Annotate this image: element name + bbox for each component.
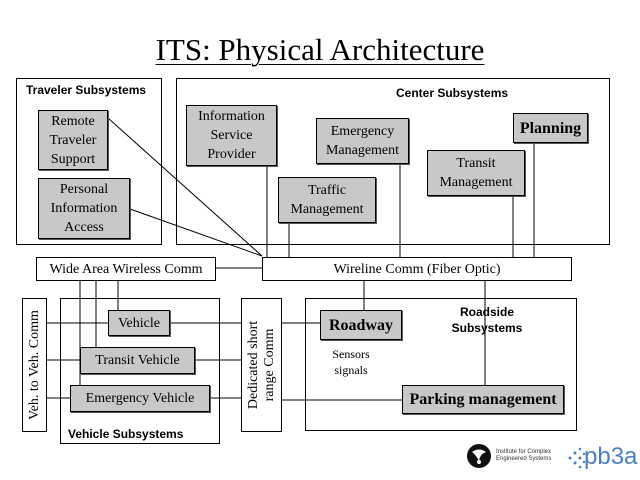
institute-name-line1: Institute for Complex — [496, 449, 552, 455]
pb3a-dots-icon — [568, 447, 586, 469]
roadside-subsystems-label: Roadside Subsystems — [451, 305, 523, 335]
transit-vehicle-box: Transit Vehicle — [80, 347, 195, 374]
vehicle-subsystems-group — [60, 298, 220, 444]
personal-information-access-box: Personal Information Access — [38, 178, 130, 239]
page-title: ITS: Physical Architecture — [155, 32, 485, 67]
pb3a-logo-text: pb3a — [584, 443, 638, 470]
roadway-box: Roadway — [320, 310, 402, 340]
planning-box: Planning — [513, 113, 588, 143]
institute-name-line2: Engineered Systems — [496, 456, 552, 462]
institute-logo-icon — [467, 444, 491, 468]
traffic-management-box: Traffic Management — [278, 177, 376, 223]
dedicated-short-range-comm-box: Dedicated short range Comm — [241, 298, 282, 432]
sensors-label: Sensors — [332, 347, 370, 361]
emergency-management-box: Emergency Management — [316, 118, 409, 164]
center-subsystems-label: Center Subsystems — [396, 86, 509, 100]
vehicle-subsystems-label: Vehicle Subsystems — [68, 427, 184, 441]
remote-traveler-support-box: Remote Traveler Support — [38, 110, 108, 170]
dedicated-short-range-comm-label: Dedicated short range Comm — [245, 320, 277, 410]
wireline-comm-box: Wireline Comm (Fiber Optic) — [262, 257, 572, 281]
veh-to-veh-comm-box: Veh. to Veh. Comm — [22, 298, 47, 432]
information-service-provider-box: Information Service Provider — [186, 105, 277, 166]
traveler-subsystems-label: Traveler Subsystems — [26, 83, 147, 97]
signals-label: signals — [334, 363, 368, 377]
transit-management-box: Transit Management — [427, 150, 525, 196]
sensors-signals-note: Sensors signals — [322, 346, 380, 378]
parking-management-box: Parking management — [402, 385, 564, 414]
veh-to-veh-comm-label: Veh. to Veh. Comm — [26, 310, 42, 420]
link-remote-traveler-wireline — [107, 117, 263, 257]
center-subsystems-group — [176, 78, 610, 245]
traveler-subsystems-group — [16, 78, 162, 245]
roadside-subsystems-group — [305, 298, 577, 431]
vehicle-box: Vehicle — [108, 310, 170, 336]
wide-area-wireless-comm-box: Wide Area Wireless Comm — [36, 257, 216, 281]
institute-name: Institute for Complex Engineered Systems — [496, 449, 566, 463]
link-personal-info-wireline — [129, 208, 263, 257]
emergency-vehicle-box: Emergency Vehicle — [70, 385, 210, 412]
